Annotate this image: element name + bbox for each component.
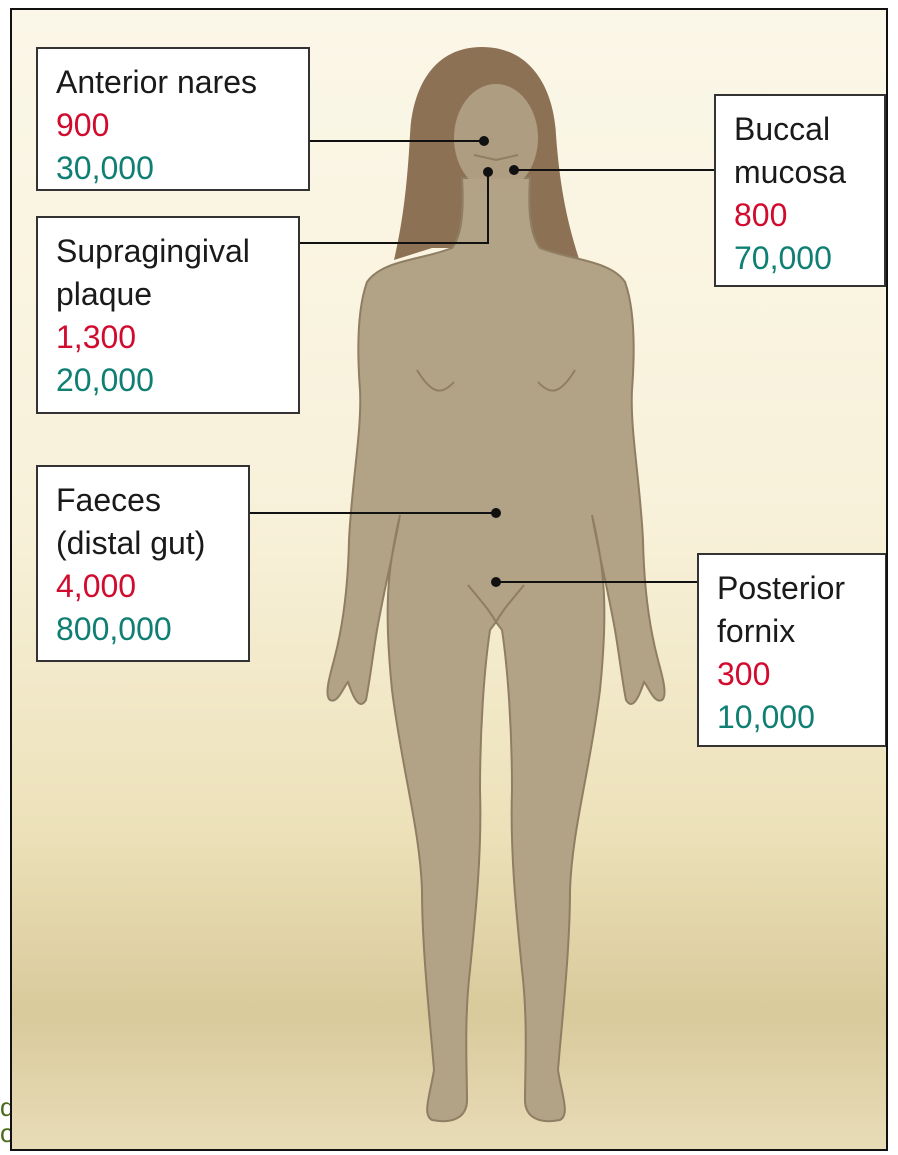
value-2: 30,000 — [56, 147, 294, 190]
value-2: 70,000 — [734, 237, 870, 280]
edge-char-1: d — [0, 1094, 10, 1120]
site-dot-faeces — [491, 508, 501, 518]
value-1: 900 — [56, 104, 294, 147]
label-faeces: Faeces (distal gut) 4,000 800,000 — [36, 465, 250, 662]
label-supragingival-plaque: Supragingival plaque 1,300 20,000 — [36, 216, 300, 414]
face — [454, 84, 538, 192]
site-dot-buccal-mucosa — [509, 165, 519, 175]
site-name-line-2: (distal gut) — [56, 522, 234, 565]
site-name-line-1: Supragingival — [56, 230, 284, 273]
site-name-line-1: Buccal — [734, 108, 870, 151]
value-2: 10,000 — [717, 696, 871, 739]
site-name: Anterior nares — [56, 61, 294, 104]
value-1: 300 — [717, 653, 871, 696]
value-1: 4,000 — [56, 565, 234, 608]
value-2: 800,000 — [56, 608, 234, 651]
value-2: 20,000 — [56, 359, 284, 402]
site-name-line-2: fornix — [717, 610, 871, 653]
label-posterior-fornix: Posterior fornix 300 10,000 — [697, 553, 887, 747]
edge-char-2: o — [0, 1120, 10, 1146]
label-buccal-mucosa: Buccal mucosa 800 70,000 — [714, 94, 886, 287]
site-name-line-1: Faeces — [56, 479, 234, 522]
label-anterior-nares: Anterior nares 900 30,000 — [36, 47, 310, 191]
clipped-edge-text: d o — [0, 1094, 10, 1146]
site-name-line-2: mucosa — [734, 151, 870, 194]
figure-frame: Anterior nares 900 30,000 Buccal mucosa … — [10, 8, 888, 1151]
value-1: 800 — [734, 194, 870, 237]
value-1: 1,300 — [56, 316, 284, 359]
site-dot-anterior-nares — [479, 136, 489, 146]
site-name-line-2: plaque — [56, 273, 284, 316]
site-dot-supragingival-plaque — [483, 167, 493, 177]
body-silhouette — [327, 178, 664, 1121]
site-dot-posterior-fornix — [491, 577, 501, 587]
site-name-line-1: Posterior — [717, 567, 871, 610]
